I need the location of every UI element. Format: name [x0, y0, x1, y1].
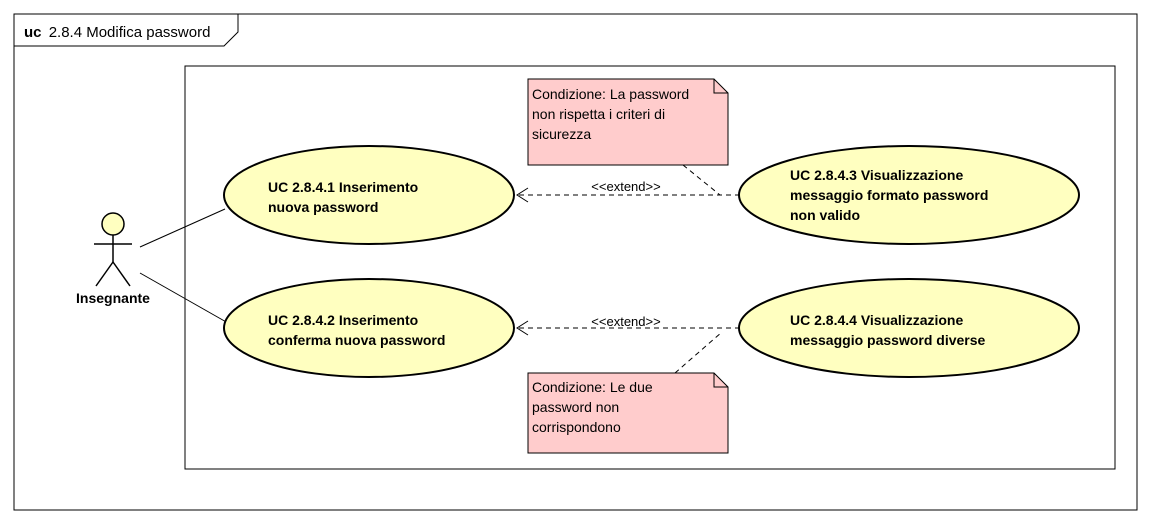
- note-fold: [713, 373, 728, 388]
- frame-keyword: uc: [24, 24, 42, 41]
- use-case-ellipse: [223, 145, 515, 245]
- use-case-ellipse: [738, 278, 1080, 378]
- use-case-ellipse: [223, 278, 515, 378]
- association-uc2: [139, 272, 229, 324]
- use-case-2-8-4-2[interactable]: UC 2.8.4.2 Inserimento conferma nuova pa…: [223, 278, 515, 378]
- use-case-label: UC 2.8.4.1 Inserimento nuova password: [268, 179, 422, 215]
- note-anchor-bottom: [674, 331, 723, 374]
- actor-head: [101, 212, 125, 236]
- extend-label-top: <<extend>>: [591, 179, 660, 194]
- use-case-2-8-4-4[interactable]: UC 2.8.4.4 Visualizzazione messaggio pas…: [738, 278, 1080, 378]
- extend-arrowhead-top: [516, 187, 529, 203]
- extend-label-bottom: <<extend>>: [591, 314, 660, 329]
- note-anchor-top: [682, 164, 721, 196]
- note-text: Condizione: Le due password non corrispo…: [532, 379, 657, 435]
- note-fold: [713, 79, 728, 94]
- extend-arrowhead-bottom: [516, 320, 529, 336]
- frame-tag: [13, 13, 239, 47]
- use-case-label: UC 2.8.4.4 Visualizzazione messaggio pas…: [790, 312, 986, 348]
- actor-left-leg: [95, 261, 114, 287]
- actor-insegnante[interactable]: Insegnante: [76, 212, 150, 306]
- use-case-ellipse: [738, 145, 1080, 245]
- frame-title: uc 2.8.4 Modifica password: [24, 24, 210, 41]
- note-condition-top[interactable]: Condizione: La password non rispetta i c…: [527, 78, 729, 166]
- use-case-2-8-4-3[interactable]: UC 2.8.4.3 Visualizzazione messaggio for…: [738, 145, 1080, 245]
- actor-right-leg: [112, 261, 131, 287]
- note-condition-bottom[interactable]: Condizione: Le due password non corrispo…: [527, 372, 729, 454]
- note-body: [527, 78, 729, 166]
- frame-title-text: 2.8.4 Modifica password: [49, 24, 211, 41]
- note-text: Condizione: La password non rispetta i c…: [532, 86, 693, 142]
- use-case-2-8-4-1[interactable]: UC 2.8.4.1 Inserimento nuova password: [223, 145, 515, 245]
- association-uc1: [139, 208, 226, 248]
- use-case-label: UC 2.8.4.3 Visualizzazione messaggio for…: [790, 167, 992, 223]
- use-case-label: UC 2.8.4.2 Inserimento conferma nuova pa…: [268, 312, 445, 348]
- note-body: [527, 372, 729, 454]
- actor-label: Insegnante: [76, 290, 150, 306]
- diagram-frame: [13, 13, 1138, 511]
